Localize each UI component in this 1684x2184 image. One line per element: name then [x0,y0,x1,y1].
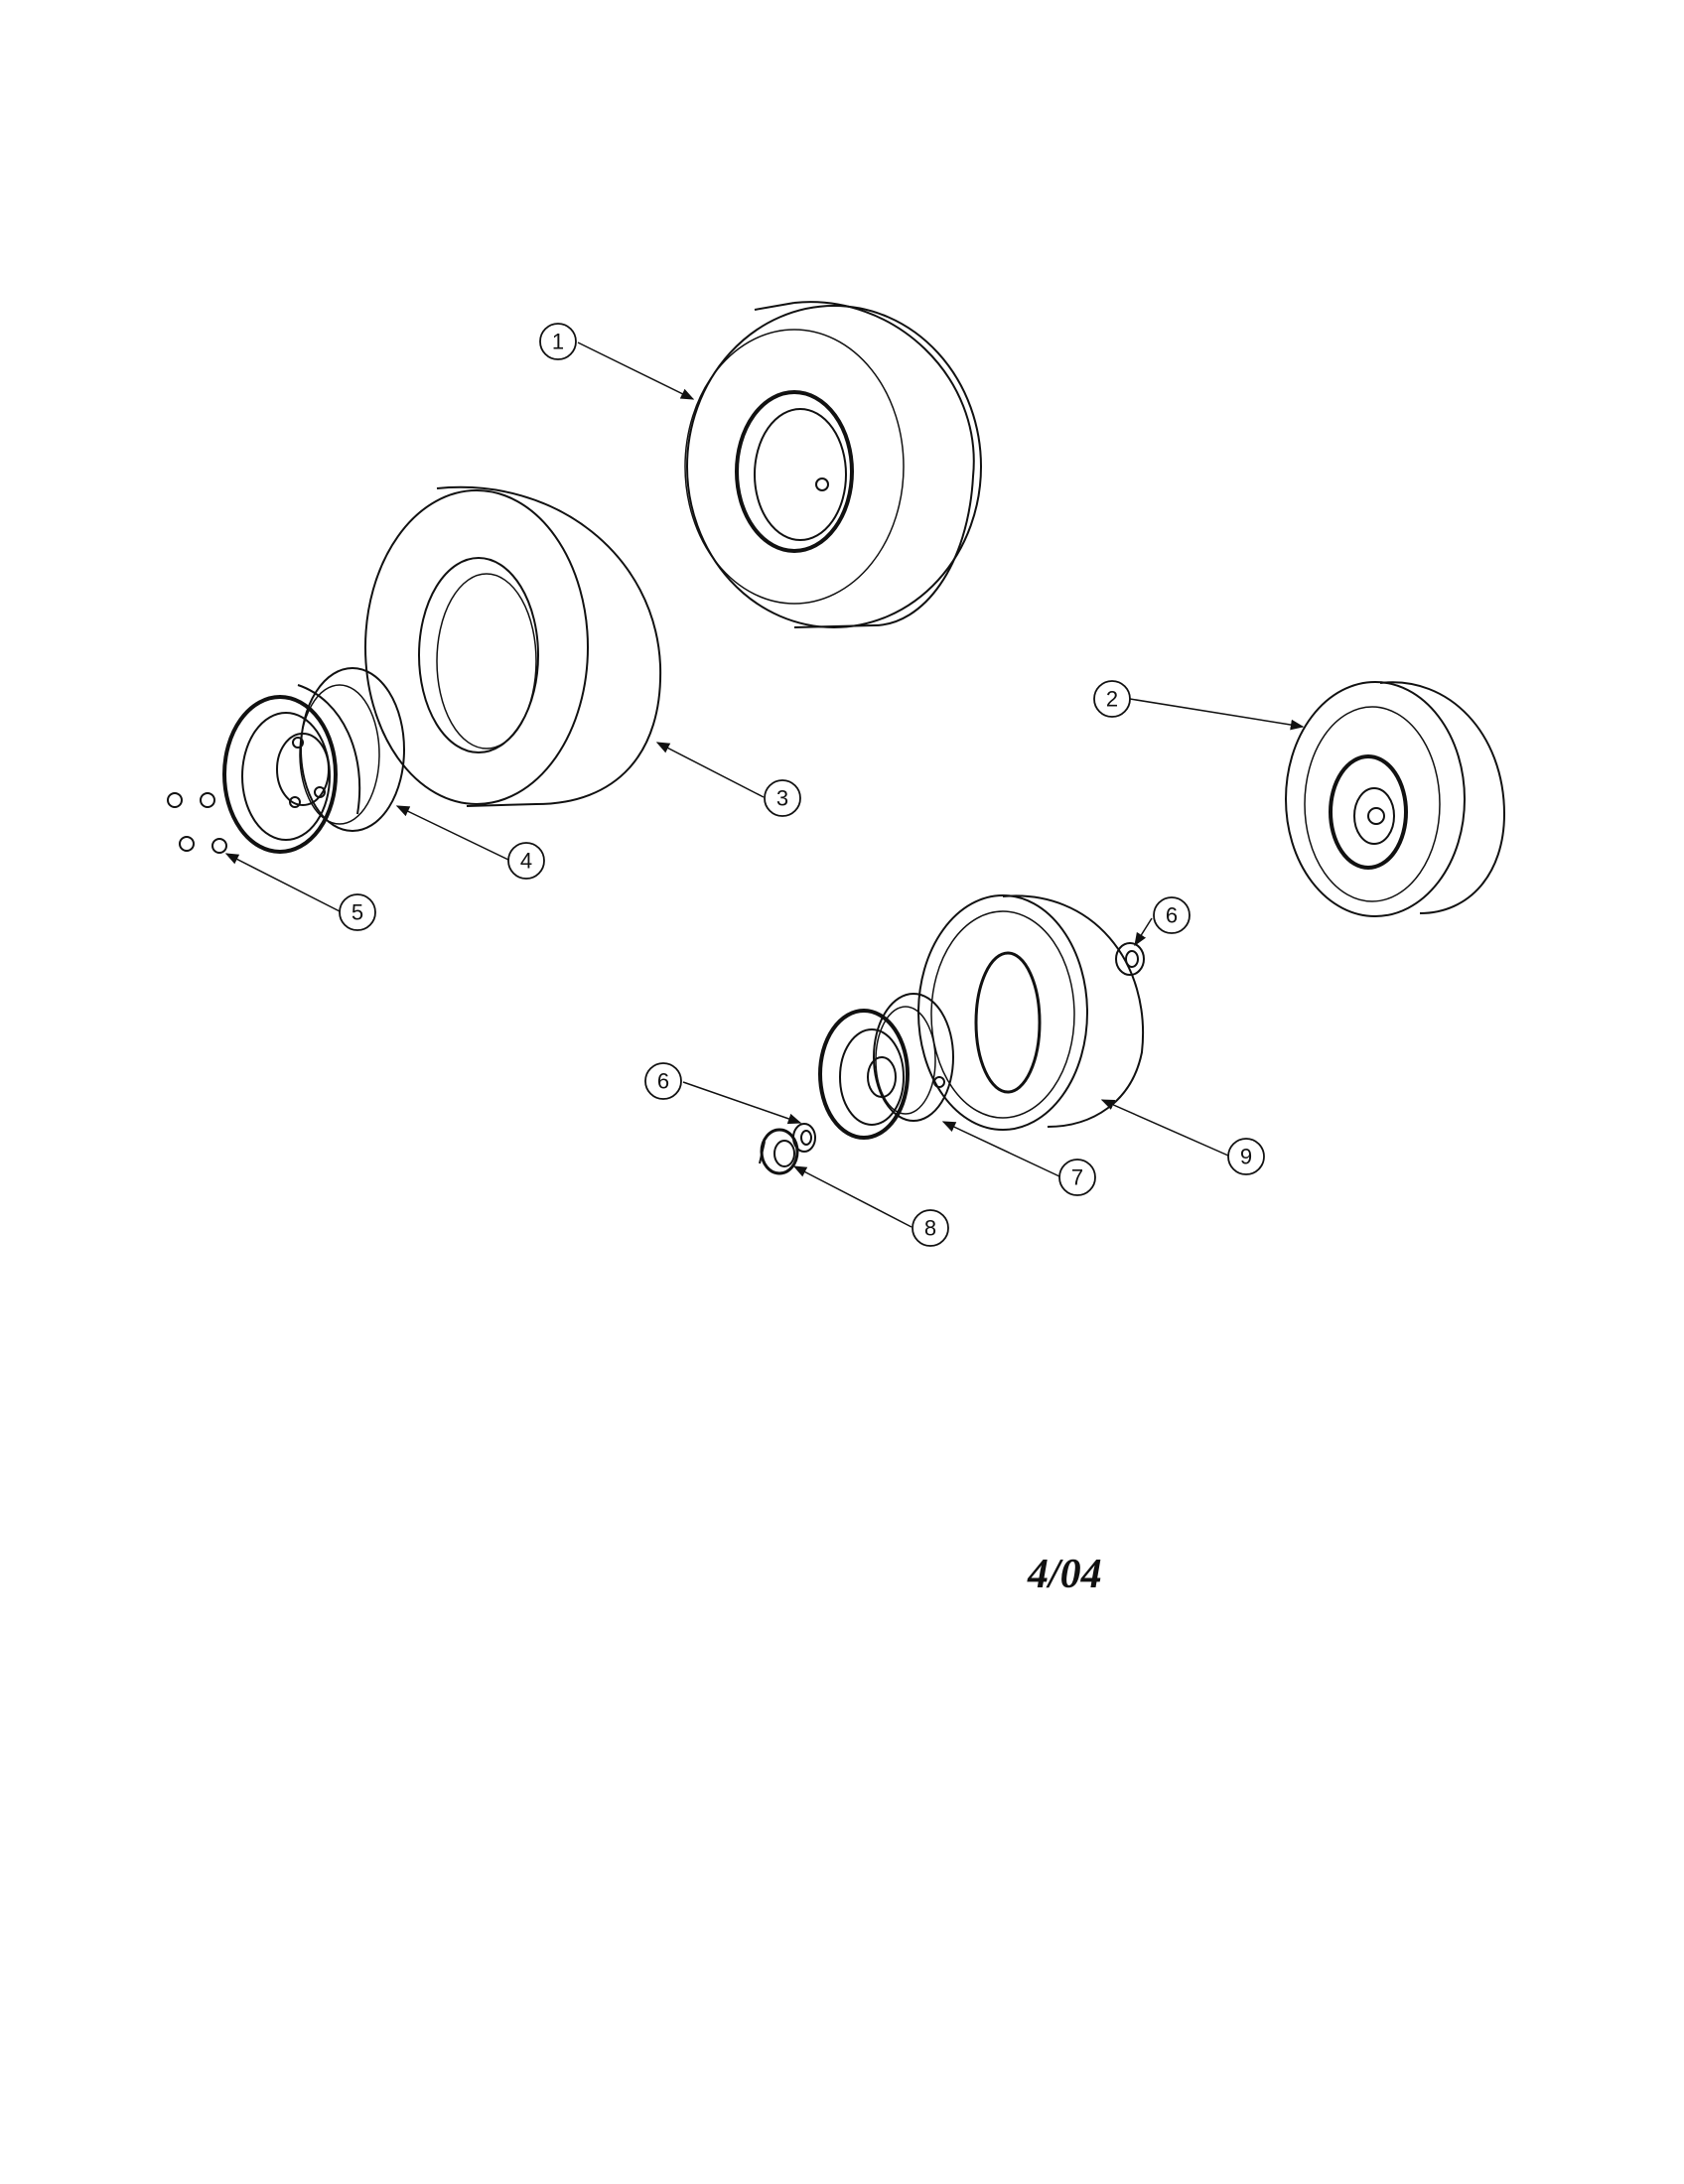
wheel-rim-7 [818,993,954,1140]
tire-9 [917,894,1145,1131]
tire-wheel-assembly-2 [1285,681,1506,917]
callout-label-1: 1 [552,330,564,354]
leader-line-4 [395,805,509,861]
bearing-6-upper [1115,942,1145,976]
callout-label-9: 9 [1240,1145,1252,1169]
leader-line-3 [655,742,765,798]
callout-circle-5 [339,893,376,931]
callout-label-7: 7 [1071,1165,1083,1190]
callout-circle-3 [764,779,801,817]
callout-label-2: 2 [1106,687,1118,712]
callout-circle-2 [1093,680,1131,718]
lug-nuts-5 [167,792,227,854]
leader-line-1 [577,341,695,400]
callout-circle-9 [1227,1138,1265,1175]
callout-labels: 1 2 3 4 5 6 6 7 8 9 [351,330,1252,1241]
callout-circle-1 [539,323,577,360]
callout-circle-7 [1058,1159,1096,1196]
leader-line-5 [224,853,341,912]
callout-circle-6-lower [644,1062,682,1100]
callout-circles [339,323,1265,1247]
leader-line-7 [941,1121,1060,1177]
wheel-rim-4 [222,667,405,854]
callout-label-5: 5 [351,900,363,925]
tire-3 [364,485,662,807]
callout-label-4: 4 [520,849,532,874]
callout-circle-8 [912,1209,949,1247]
callout-label-6-lower: 6 [657,1069,669,1094]
leader-line-8 [792,1165,912,1228]
callout-circle-6-upper [1153,896,1191,934]
leader-line-9 [1100,1099,1229,1157]
date-stamp: 4/04 [1028,1552,1102,1597]
leader-lines [224,341,1305,1228]
callout-circle-4 [507,842,545,880]
callout-label-8: 8 [924,1216,936,1241]
leader-line-6-upper [1134,917,1153,947]
leader-line-2 [1129,698,1305,731]
callout-label-3: 3 [776,786,788,811]
leader-line-6-lower [682,1081,802,1125]
tire-wheel-assembly-1 [684,301,982,628]
callout-label-6-upper: 6 [1166,903,1178,928]
bushing-8 [759,1128,799,1175]
